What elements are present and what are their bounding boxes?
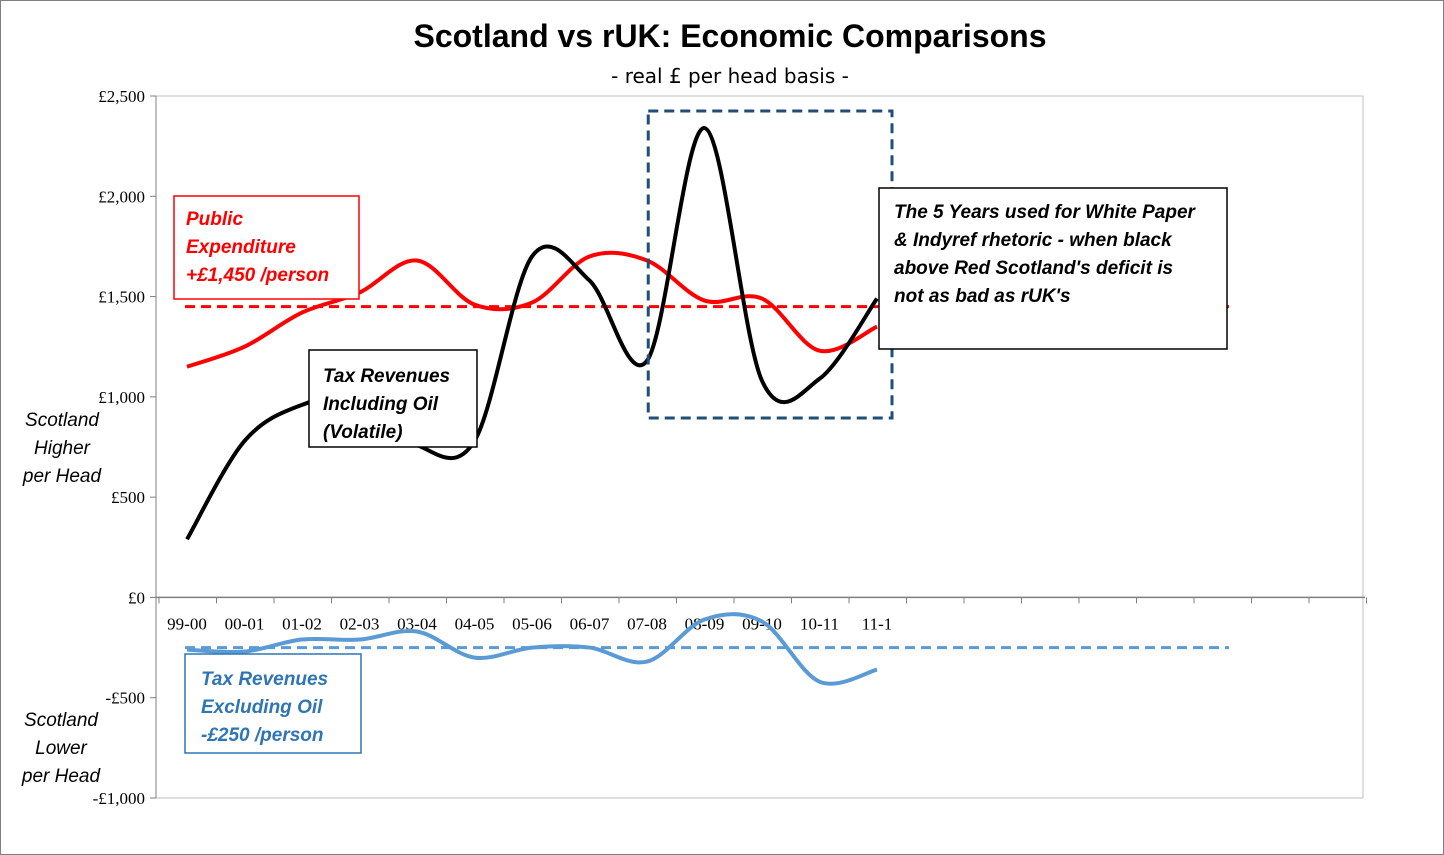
annotation-text: not as bad as rUK's <box>894 286 1071 307</box>
x-tick-label: 04-05 <box>455 614 495 633</box>
chart-subtitle: - real £ per head basis - <box>611 64 849 88</box>
y-tick-label: -£500 <box>105 689 145 708</box>
y-tick-label: £2,000 <box>98 187 145 206</box>
annotation-text: The 5 Years used for White Paper <box>894 202 1197 223</box>
x-tick-label: 03-04 <box>397 614 437 633</box>
x-tick-label: 01-02 <box>282 614 322 633</box>
annotation-text: Expenditure <box>186 237 296 258</box>
side-label-lower: Lower <box>35 738 87 759</box>
x-tick-label: 10-11 <box>800 614 839 633</box>
annotation-text: -£250 /person <box>201 725 324 746</box>
chart-title: Scotland vs rUK: Economic Comparisons <box>413 18 1046 54</box>
x-tick-label: 05-06 <box>512 614 552 633</box>
series-line-public_expenditure <box>186 250 878 369</box>
side-label-lower: Scotland <box>24 710 99 731</box>
series-line-tax_incl_oil <box>185 126 879 541</box>
annotation-text: Excluding Oil <box>201 697 323 718</box>
x-tick-label: 02-03 <box>340 614 380 633</box>
annotation-text: Including Oil <box>323 394 439 415</box>
y-tick-label: £1,500 <box>98 288 145 307</box>
annotation-text: Tax Revenues <box>201 669 328 690</box>
side-label-higher: Higher <box>34 438 91 459</box>
side-label-higher: per Head <box>22 466 103 487</box>
side-label-lower: per Head <box>21 766 102 787</box>
annotation-text: +£1,450 /person <box>186 265 329 286</box>
annotation-text: & Indyref rhetoric - when black <box>894 230 1173 251</box>
y-tick-label: £2,500 <box>98 87 145 106</box>
y-axis: £2,500 £2,000 £1,500 £1,000 £500 £0 -£500 -£1,0… <box>93 87 157 808</box>
annotation-box <box>184 653 362 754</box>
annotation-white_paper: The 5 Years used for White Paper & Indyre… <box>878 187 1228 350</box>
x-tick-label: 11-1 <box>862 614 893 633</box>
annotation-text: Tax Revenues <box>323 366 450 387</box>
x-tick-label: 00-01 <box>225 614 265 633</box>
x-axis: 99-00 00-01 01-02 02-03 03-04 04-05 05-06 06-07… <box>156 596 1367 633</box>
x-tick-label: 99-00 <box>167 614 207 633</box>
highlight-box <box>646 109 894 420</box>
x-tick-label: 06-07 <box>570 614 610 633</box>
y-tick-label: £0 <box>128 588 145 607</box>
side-label-higher: Scotland <box>25 410 100 431</box>
y-tick-label: £500 <box>111 488 145 507</box>
y-tick-label: -£1,000 <box>93 789 145 808</box>
annotation-text: above Red Scotland's deficit is <box>894 258 1173 279</box>
highlight-range <box>646 109 894 420</box>
annotation-text: Public <box>186 209 243 230</box>
x-tick-label: 07-08 <box>627 614 667 633</box>
y-tick-label: £1,000 <box>98 388 145 407</box>
annotation-box <box>308 349 478 448</box>
series-line-tax_excl_oil <box>186 612 878 686</box>
x-tick-label: 08-09 <box>685 614 725 633</box>
annotation-box <box>878 187 1228 350</box>
annotation-box <box>173 195 360 300</box>
annotation-text: (Volatile) <box>323 422 403 443</box>
